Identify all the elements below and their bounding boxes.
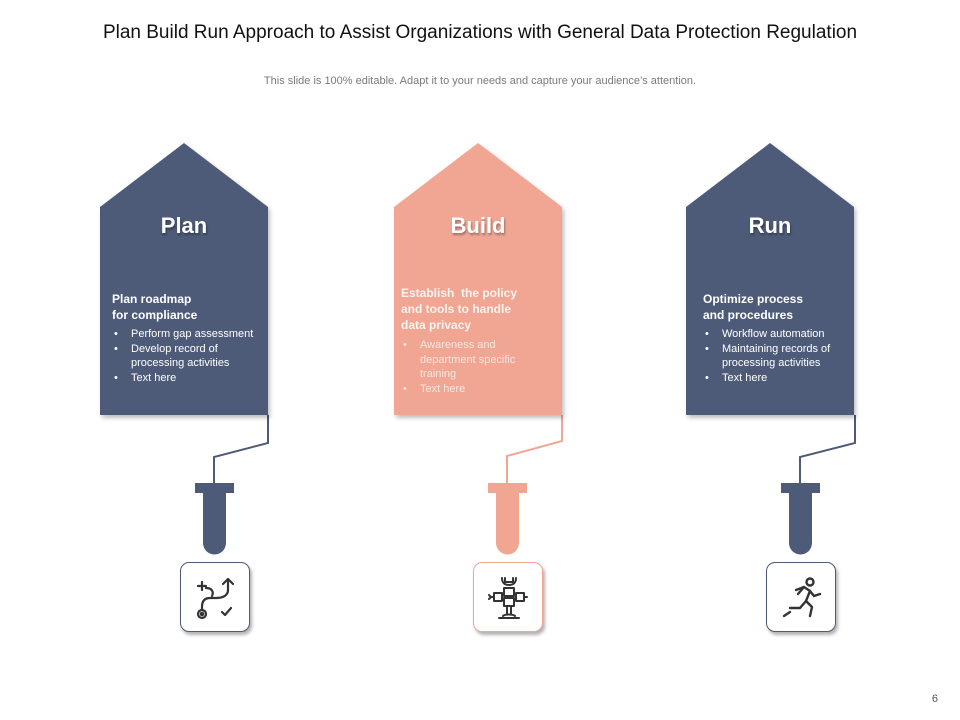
run-bullet-list: Workflow automation Maintaining records …: [703, 327, 863, 385]
roadmap-path-icon: [196, 577, 235, 620]
list-item: Workflow automation: [703, 327, 863, 342]
run-title: Run: [748, 213, 792, 238]
run-stage-card: Run Optimize process and procedures Work…: [686, 143, 854, 415]
running-person-icon: [782, 577, 822, 618]
list-item: Maintaining records of processing activi…: [703, 342, 847, 371]
plan-stage-card: Plan Plan roadmap for compliance Perform…: [100, 143, 268, 415]
build-heading-line: Establish the policy: [401, 286, 518, 300]
page-number: 6: [931, 693, 938, 705]
build-icon-box: [473, 562, 543, 632]
build-heading-line: data privacy: [401, 318, 472, 332]
slide-title: Plan Build Run Approach to Assist Organi…: [102, 22, 858, 43]
plan-title: Plan: [160, 213, 208, 238]
list-item: Text here: [703, 371, 863, 386]
list-item: Awareness and department specific traini…: [401, 338, 535, 382]
build-bullet-list: Awareness and department specific traini…: [401, 338, 561, 396]
run-icon-box: [766, 562, 836, 632]
list-item: Text here: [401, 382, 561, 397]
plan-roller-handle: [195, 415, 269, 555]
build-heading-line: and tools to handle: [401, 302, 511, 316]
list-item: Text here: [112, 371, 272, 386]
list-item: Perform gap assessment: [112, 327, 272, 342]
slide-subtitle: This slide is 100% editable. Adapt it to…: [263, 75, 697, 87]
run-roller-handle: [781, 415, 856, 555]
tools-wrench-icon: [488, 577, 528, 619]
list-item: Develop record of processing activities: [112, 342, 251, 371]
run-heading: Optimize process and procedures: [703, 291, 859, 323]
plan-icon-box: [180, 562, 250, 632]
build-heading: Establish the policy and tools to handle…: [401, 285, 557, 333]
plan-heading: Plan roadmap for compliance: [112, 291, 268, 323]
plan-heading-line: Plan roadmap: [112, 292, 192, 306]
plan-bullet-list: Perform gap assessment Develop record of…: [112, 327, 272, 385]
run-heading-line: and procedures: [703, 308, 794, 322]
build-title: Build: [450, 213, 506, 238]
build-roller-handle: [488, 415, 563, 555]
plan-heading-line: for compliance: [112, 308, 198, 322]
build-stage-card: Build Establish the policy and tools to …: [394, 143, 562, 415]
run-heading-line: Optimize process: [703, 292, 804, 306]
